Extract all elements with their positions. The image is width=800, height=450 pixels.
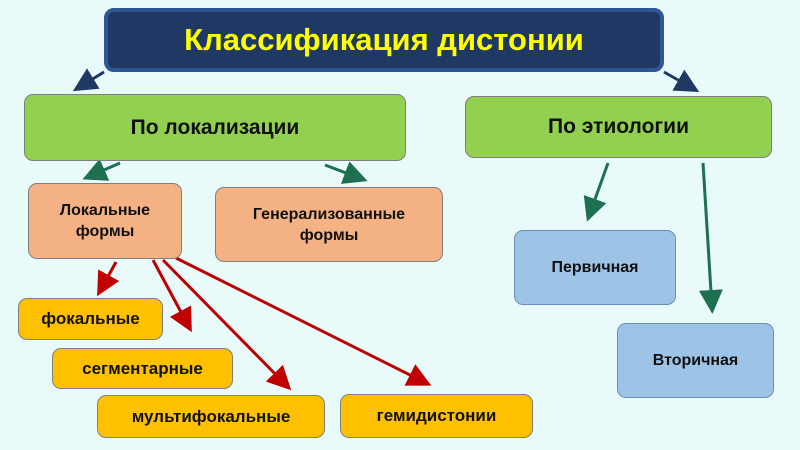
node-local-forms: Локальные формы: [28, 183, 182, 259]
arrow-etiology-to-secondary: [698, 162, 723, 314]
arrow-title-to-location: [72, 68, 105, 92]
arrow-location-to-local: [82, 158, 121, 181]
node-hemidystonia: гемидистонии: [340, 394, 533, 438]
arrow-local-to-multifocal: [161, 258, 292, 391]
node-multifocal: мультифокальные: [97, 395, 325, 438]
node-local-forms-line1: Локальные: [59, 202, 151, 219]
node-secondary: Вторичная: [617, 323, 774, 398]
node-focal: фокальные: [18, 298, 163, 340]
node-local-forms-line2: формы: [75, 223, 135, 240]
arrow-location-to-generalized: [324, 161, 368, 184]
arrow-local-to-hemidystonia: [175, 256, 432, 386]
arrow-etiology-to-primary: [583, 162, 610, 222]
arrow-title-to-etiology: [663, 69, 700, 92]
node-segmental: сегментарные: [52, 348, 233, 389]
arrow-local-to-segmental: [151, 259, 192, 333]
node-generalized-forms-line1: Генерализованные: [252, 205, 406, 223]
node-generalized-forms: Генерализованные формы: [215, 187, 443, 262]
node-primary: Первичная: [514, 230, 676, 305]
arrow-local-to-focal: [97, 261, 120, 297]
node-by-etiology: По этиологии: [465, 96, 772, 158]
diagram-title: Классификация дистонии: [104, 8, 664, 72]
node-generalized-forms-line2: формы: [299, 226, 359, 244]
node-by-location: По локализации: [24, 94, 406, 161]
